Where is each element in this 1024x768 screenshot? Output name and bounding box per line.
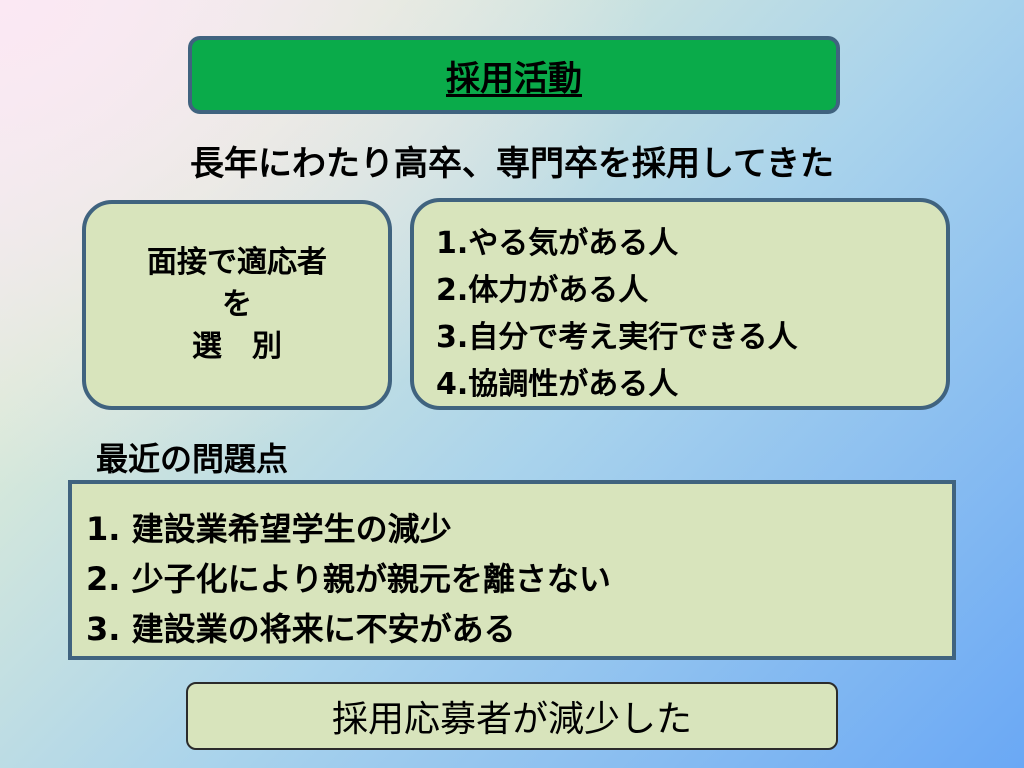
problem-item: 3. 建設業の将来に不安がある xyxy=(86,610,516,648)
problem-item: 1. 建設業希望学生の減少 xyxy=(86,510,452,548)
problems-box: 1. 建設業希望学生の減少 2. 少子化により親が親元を離さない 3. 建設業の… xyxy=(68,480,956,660)
slide-title-box: 採用活動 xyxy=(188,36,840,114)
criteria-item: 3.自分で考え実行できる人 xyxy=(436,320,798,355)
problem-item: 2. 少子化により親が親元を離さない xyxy=(86,560,611,598)
interview-line: を xyxy=(222,287,252,322)
interview-box: 面接で適応者 を 選 別 xyxy=(82,200,392,410)
result-text: 採用応募者が減少した xyxy=(331,699,692,740)
result-box: 採用応募者が減少した xyxy=(186,682,838,750)
criteria-item: 1.やる気がある人 xyxy=(436,226,679,261)
interview-line: 選 別 xyxy=(192,329,282,364)
problems-heading: 最近の問題点 xyxy=(96,440,289,478)
criteria-item: 2.体力がある人 xyxy=(436,273,649,308)
criteria-item: 4.協調性がある人 xyxy=(436,367,679,402)
criteria-box: 1.やる気がある人 2.体力がある人 3.自分で考え実行できる人 4.協調性があ… xyxy=(410,198,950,410)
slide-title: 採用活動 xyxy=(446,58,582,99)
interview-line: 面接で適応者 xyxy=(147,245,327,280)
intro-text: 長年にわたり高卒、専門卒を採用してきた xyxy=(190,144,834,184)
